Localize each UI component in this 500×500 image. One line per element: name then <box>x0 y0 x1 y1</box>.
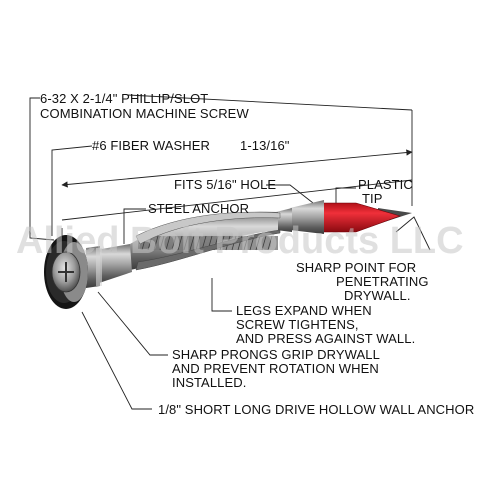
tip-label-line1: PLASTIC <box>358 177 413 192</box>
watermark-text: Allied Bolt Products LLC <box>16 220 464 262</box>
anchor-legs <box>130 211 281 271</box>
tip-label-line2: TIP <box>362 191 383 206</box>
anchor-illustration <box>29 94 431 410</box>
anchor-label: 1/8" SHORT LONG DRIVE HOLLOW WALL ANCHOR <box>158 402 474 417</box>
leader-lines <box>29 94 431 410</box>
point-label-line3: DRYWALL. <box>344 288 411 303</box>
point-label-line1: SHARP POINT FOR <box>296 260 416 275</box>
dimension-label: 1-13/16" <box>240 138 290 153</box>
point-label-line2: PENETRATING <box>336 274 429 289</box>
screw-head <box>51 251 81 293</box>
hole-label: FITS 5/16" HOLE <box>174 177 276 192</box>
anchor-front-collar <box>276 200 324 234</box>
legs-label-line1: LEGS EXPAND WHEN <box>236 303 372 318</box>
plastic-tip <box>322 202 401 233</box>
screw-label-line1: 6-32 X 2-1/4" PHILLIP/SLOT <box>40 91 208 106</box>
prongs-label-line3: INSTALLED. <box>172 375 246 390</box>
callout-labels: 6-32 X 2-1/4" PHILLIP/SLOT COMBINATION M… <box>40 91 474 417</box>
legs-label-line3: AND PRESS AGAINST WALL. <box>236 331 415 346</box>
washer-label: #6 FIBER WASHER <box>92 138 210 153</box>
prongs-label-line1: SHARP PRONGS GRIP DRYWALL <box>172 347 380 362</box>
screw-label-line2: COMBINATION MACHINE SCREW <box>40 106 249 121</box>
steel-anchor-label: STEEL ANCHOR <box>148 201 249 216</box>
prongs-label-line2: AND PREVENT ROTATION WHEN <box>172 361 379 376</box>
anchor-sleeve <box>86 244 132 288</box>
legs-label-line2: SCREW TIGHTENS, <box>236 317 359 332</box>
